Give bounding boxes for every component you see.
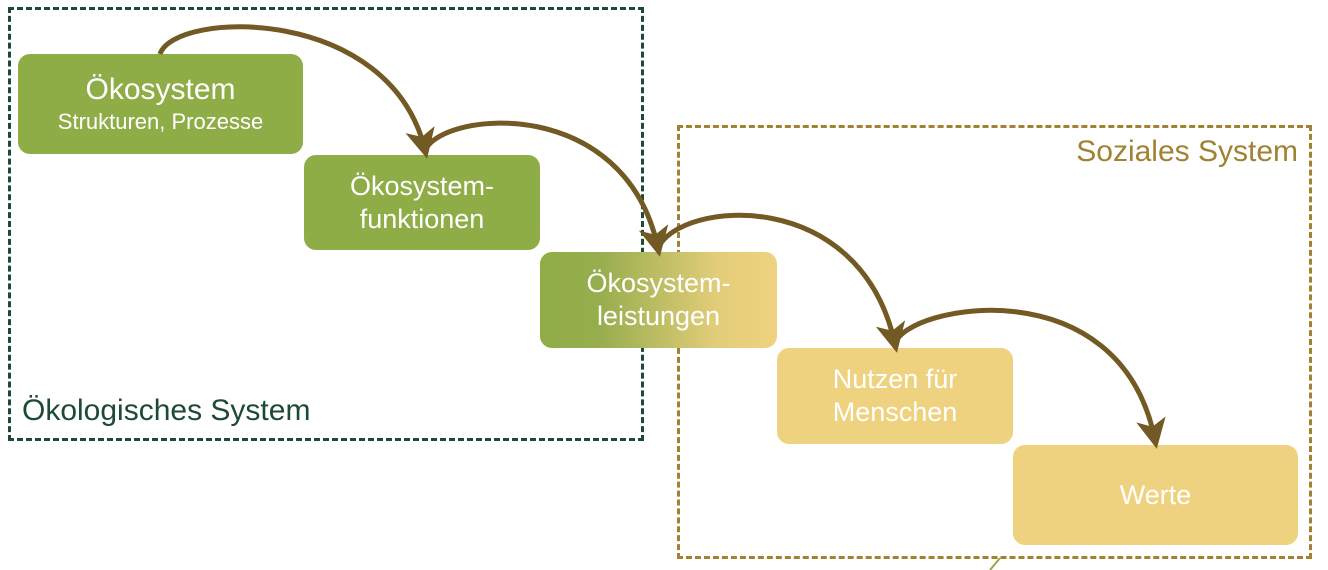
ecological-system-label: Ökologisches System bbox=[22, 394, 311, 427]
ecosystem-services-line1: Ökosystem- bbox=[586, 268, 731, 299]
values-box: Werte bbox=[1013, 445, 1298, 545]
human-benefits-box: Nutzen für Menschen bbox=[777, 348, 1013, 444]
human-benefits-line2: Menschen bbox=[832, 397, 958, 427]
ecosystem-title: Ökosystem bbox=[85, 73, 236, 107]
social-system-label: Soziales System bbox=[1076, 135, 1298, 168]
ecosystem-subtitle: Strukturen, Prozesse bbox=[57, 108, 264, 134]
values-label: Werte bbox=[1119, 479, 1192, 510]
ecosystem-services-line2: leistungen bbox=[596, 301, 721, 331]
ecosystem-functions-box: Ökosystem- funktionen bbox=[304, 155, 540, 250]
small-green-tick bbox=[989, 557, 1001, 570]
ecosystem-functions-line1: Ökosystem- bbox=[349, 170, 495, 201]
ecosystem-services-box: Ökosystem- leistungen bbox=[540, 252, 777, 348]
human-benefits-line1: Nutzen für bbox=[832, 364, 958, 395]
ecosystem-functions-line2: funktionen bbox=[359, 203, 485, 234]
ecosystem-box: Ökosystem Strukturen, Prozesse bbox=[18, 54, 303, 154]
